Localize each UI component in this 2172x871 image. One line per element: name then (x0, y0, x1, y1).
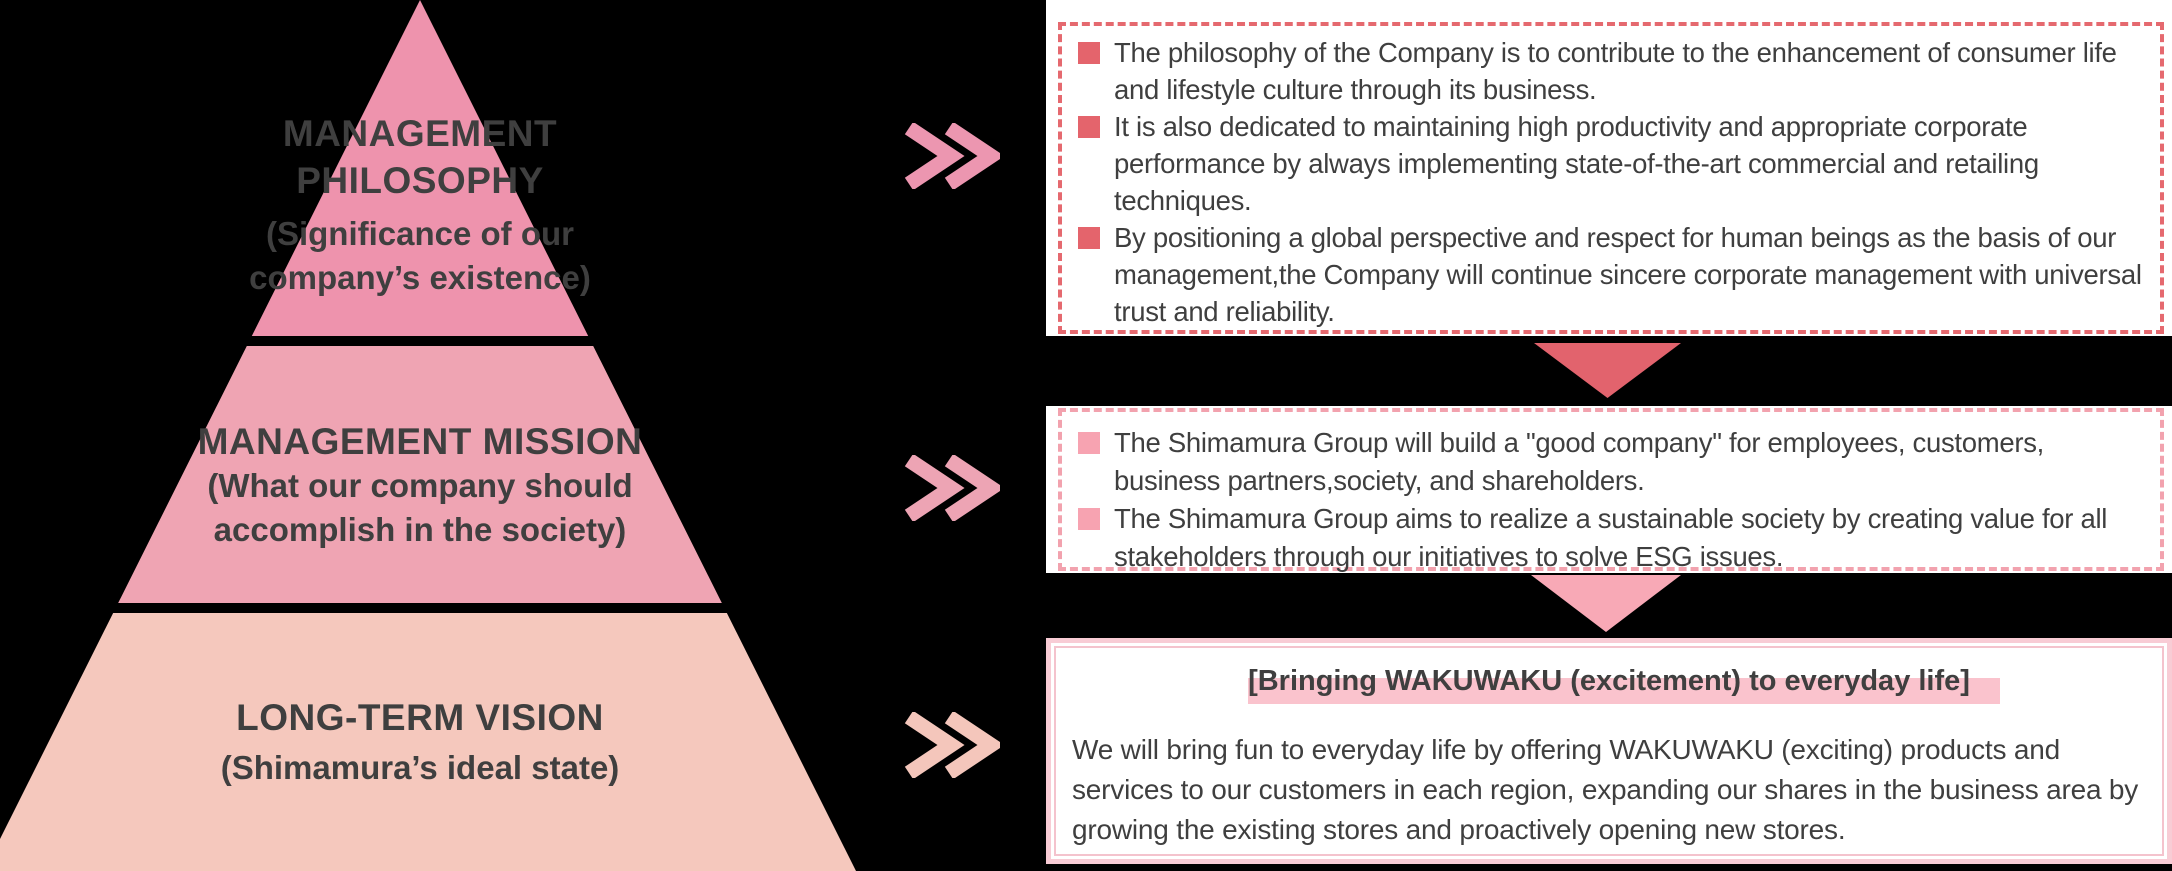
list-item-text: It is also dedicated to maintaining high… (1114, 111, 2039, 216)
list-item: By positioning a global perspective and … (1078, 219, 2148, 330)
double-chevron-right-icon (904, 123, 1000, 189)
list-item-text: The Shimamura Group will build a "good c… (1114, 427, 2044, 496)
philosophy-subtitle: (Significance of our company’s existence… (249, 215, 591, 296)
philosophy-description-box: The philosophy of the Company is to cont… (1046, 0, 2172, 336)
list-item: The Shimamura Group aims to realize a su… (1078, 500, 2148, 576)
list-item: It is also dedicated to maintaining high… (1078, 108, 2148, 219)
down-arrow-triangle-icon (1534, 343, 1681, 398)
mission-box-border: The Shimamura Group will build a "good c… (1058, 408, 2164, 572)
list-item: The philosophy of the Company is to cont… (1078, 34, 2148, 108)
vision-heading-row: [Bringing WAKUWAKU (excitement) to every… (1072, 662, 2146, 704)
mission-description-box: The Shimamura Group will build a "good c… (1046, 406, 2172, 573)
list-item: The Shimamura Group will build a "good c… (1078, 424, 2148, 500)
double-chevron-right-icon (904, 712, 1000, 778)
double-chevron-right-icon (904, 455, 1000, 521)
vision-heading-text: [Bringing WAKUWAKU (excitement) to every… (1248, 665, 1970, 697)
list-item-text: The philosophy of the Company is to cont… (1114, 37, 2117, 105)
mission-subtitle: (What our company should accomplish in t… (207, 467, 633, 548)
philosophy-title: MANAGEMENT PHILOSOPHY (282, 113, 558, 201)
vision-description-box: [Bringing WAKUWAKU (excitement) to every… (1046, 638, 2172, 864)
square-bullet-icon (1078, 432, 1100, 454)
list-item-text: By positioning a global perspective and … (1114, 222, 2142, 327)
down-arrow-triangle-icon (1531, 575, 1681, 632)
square-bullet-icon (1078, 227, 1100, 249)
pyramid-tier-vision (0, 613, 856, 871)
vision-subtitle: (Shimamura’s ideal state) (220, 749, 620, 786)
vision-title: LONG-TERM VISION (236, 697, 604, 738)
square-bullet-icon (1078, 42, 1100, 64)
square-bullet-icon (1078, 116, 1100, 138)
vision-box-inner-border: [Bringing WAKUWAKU (excitement) to every… (1054, 646, 2164, 856)
square-bullet-icon (1078, 508, 1100, 530)
vision-body-text: We will bring fun to everyday life by of… (1072, 734, 2139, 845)
vision-heading: [Bringing WAKUWAKU (excitement) to every… (1248, 662, 2000, 704)
philosophy-box-border: The philosophy of the Company is to cont… (1058, 22, 2164, 334)
mission-title: MANAGEMENT MISSION (197, 421, 643, 462)
list-item-text: The Shimamura Group aims to realize a su… (1114, 503, 2108, 572)
heading-highlight (1248, 678, 2000, 704)
